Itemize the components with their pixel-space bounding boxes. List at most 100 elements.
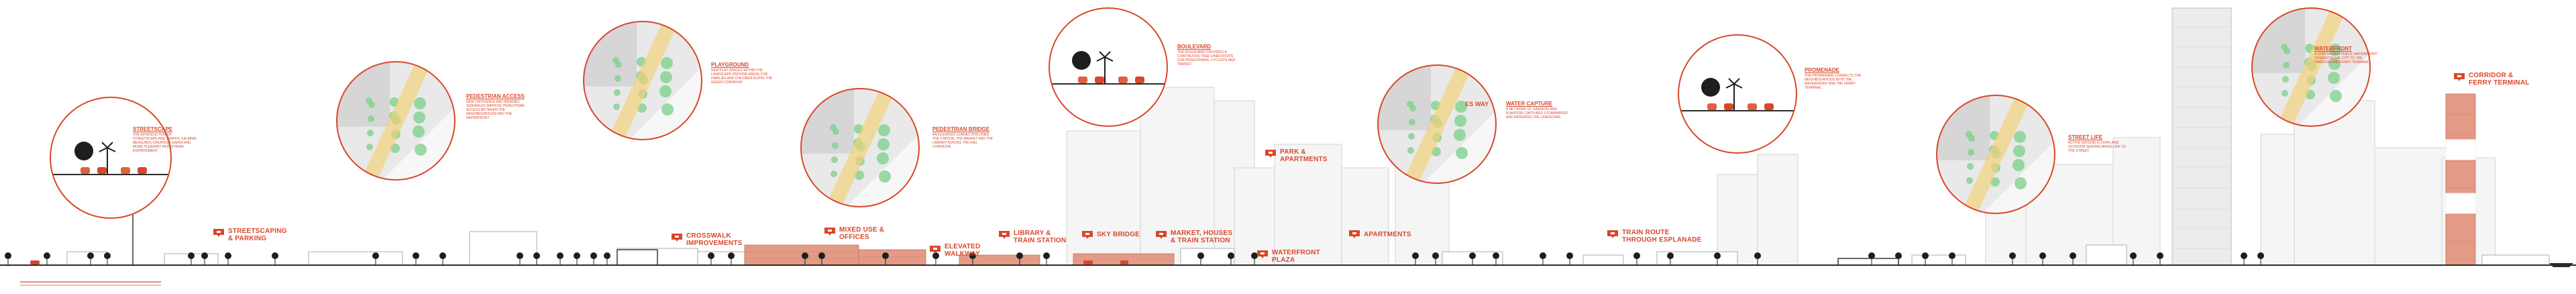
skyscraper [2171,7,2232,266]
tree-icon [1432,252,1439,265]
tree-icon [439,252,446,265]
label-market: MARKET, HOUSES& TRAIN STATION [1171,230,1233,244]
location-pin-icon [1349,230,1360,238]
location-pin-icon [999,231,1010,239]
background-buildings [1066,87,2496,266]
tree-icon [517,252,523,265]
tree-icon [1633,252,1640,265]
tree-icon [882,252,889,265]
tree-icon [590,252,597,265]
tree-icon [1949,252,1955,265]
tree-icon [188,252,195,265]
location-pin-icon [2454,73,2465,81]
highlight-buildings [744,93,2476,266]
tree-icon [1251,252,1258,265]
label-mixed-use: MIXED USE &OFFICES [839,226,885,241]
callout-title-streetscape: STREETSCAPE [133,126,173,132]
callout-circle-c9 [2251,7,2371,127]
tree-icon [1228,252,1234,265]
label-streetscaping: STREETSCAPING& PARKING [228,228,287,242]
callout-title-street-life: STREET LIFE [2068,134,2103,140]
location-pin-icon [1257,250,1268,258]
tree-icon [1540,252,1546,265]
tree-icon [5,252,11,265]
location-pin-icon [672,234,682,242]
tree-icon [802,252,808,265]
tree-icon [44,252,50,265]
callout-circle-c8 [1936,95,2055,214]
tree-icon [604,252,610,265]
callout-title-promenade: PROMENADE [1805,67,1840,73]
callout-circle-c2 [336,61,455,181]
label-sky-bridge: SKY BRIDGE [1097,231,1140,238]
callout-circle-c6 [1377,64,1497,184]
tree-icon [1754,252,1761,265]
location-pin-icon [1265,150,1276,158]
tree-icon [1868,252,1875,265]
callout-text-water-capture: A NETWORK OF GARDENS AND PLANTERS CAPTUR… [1506,107,1568,119]
street-cars [30,260,1128,264]
tree-icon [413,252,419,265]
tree-icon [104,252,111,265]
label-park-apartments: PARK &APARTMENTS [1280,148,1328,163]
callout-text-pedestrian-access: NEW CROSSINGS AND WIDENED SIDEWALKS IMPR… [466,100,525,120]
tree-icon [1566,252,1573,265]
tree-icon [708,252,714,265]
label-library: LIBRARY &TRAIN STATION [1014,230,1067,244]
tree-icon [1667,252,1674,265]
callout-text-streetscape: THE INTRODUCTION OF STREETSCAPE AND TRAF… [133,133,197,153]
callout-text-playground: NEW PLAY SPACES WITHIN THE LANDSCAPE PRO… [711,68,773,85]
callout-text-street-life: ACTIVE GROUND FLOORS AND OUTDOOR SEATING… [2068,141,2126,153]
tree-icon [1043,252,1050,265]
tree-icon [2241,252,2247,265]
tree-icon [574,252,580,265]
tree-icon [932,252,939,265]
location-pin-icon [1082,231,1093,239]
tree-icon [87,252,94,265]
tree-icon [1469,252,1476,265]
callout-title-water-capture: WATER CAPTURE [1506,101,1553,107]
tree-icon [728,252,735,265]
tree-icon [1197,252,1204,265]
callout-text-boulevard: THE BOULEVARD PROVIDES A CONTINUOUS TREE… [1177,50,1236,66]
callout-text-promenade: THE PROMENADE CONNECTS THE NEIGHBOURHOOD… [1805,74,1862,90]
tree-icon [2130,252,2137,265]
location-pin-icon [213,229,224,237]
callout-circle-c7 [1678,34,1797,154]
callout-text-waterfront: A CONTINUOUS PUBLIC WATERFRONT CONNECTS … [2314,52,2377,64]
callout-circle-c3 [583,21,702,140]
callout-title-boulevard: BOULEVARD [1177,44,1212,50]
tree-icon [2157,252,2163,265]
label-apartments: APARTMENTS [1364,231,1411,238]
callout-circle-c1 [50,97,172,219]
callout-circle-c4 [800,88,920,207]
tree-icon [272,252,278,265]
tree-icon [2039,252,2046,265]
tree-icon [2257,252,2264,265]
tree-icon [818,252,825,265]
location-pin-icon [1607,230,1618,238]
tree-icon [557,252,564,265]
tree-icon [533,252,540,265]
tree-icon [2070,252,2076,265]
callout-title-waterfront: WATERFRONT [2314,46,2352,52]
callout-title-pedestrian-access: PEDESTRIAN ACCESS [466,93,525,99]
callout-circles [50,7,2371,219]
tree-icon [372,252,379,265]
callout-title-playground: PLAYGROUND [711,62,749,68]
callout-text-pedestrian-bridge: AN ELEVATED CONNECTION LINKS THE STATION… [932,133,994,149]
tree-icon [225,252,231,265]
callout-circle-c5 [1049,7,1168,127]
tree-icon [1412,252,1419,265]
callout-title-pedestrian-bridge: PEDESTRIAN BRIDGE [932,126,989,132]
ferry-icon [2549,263,2573,267]
tree-icon [201,252,208,265]
tree-icon [1922,252,1929,265]
tree-icon [1895,252,1902,265]
